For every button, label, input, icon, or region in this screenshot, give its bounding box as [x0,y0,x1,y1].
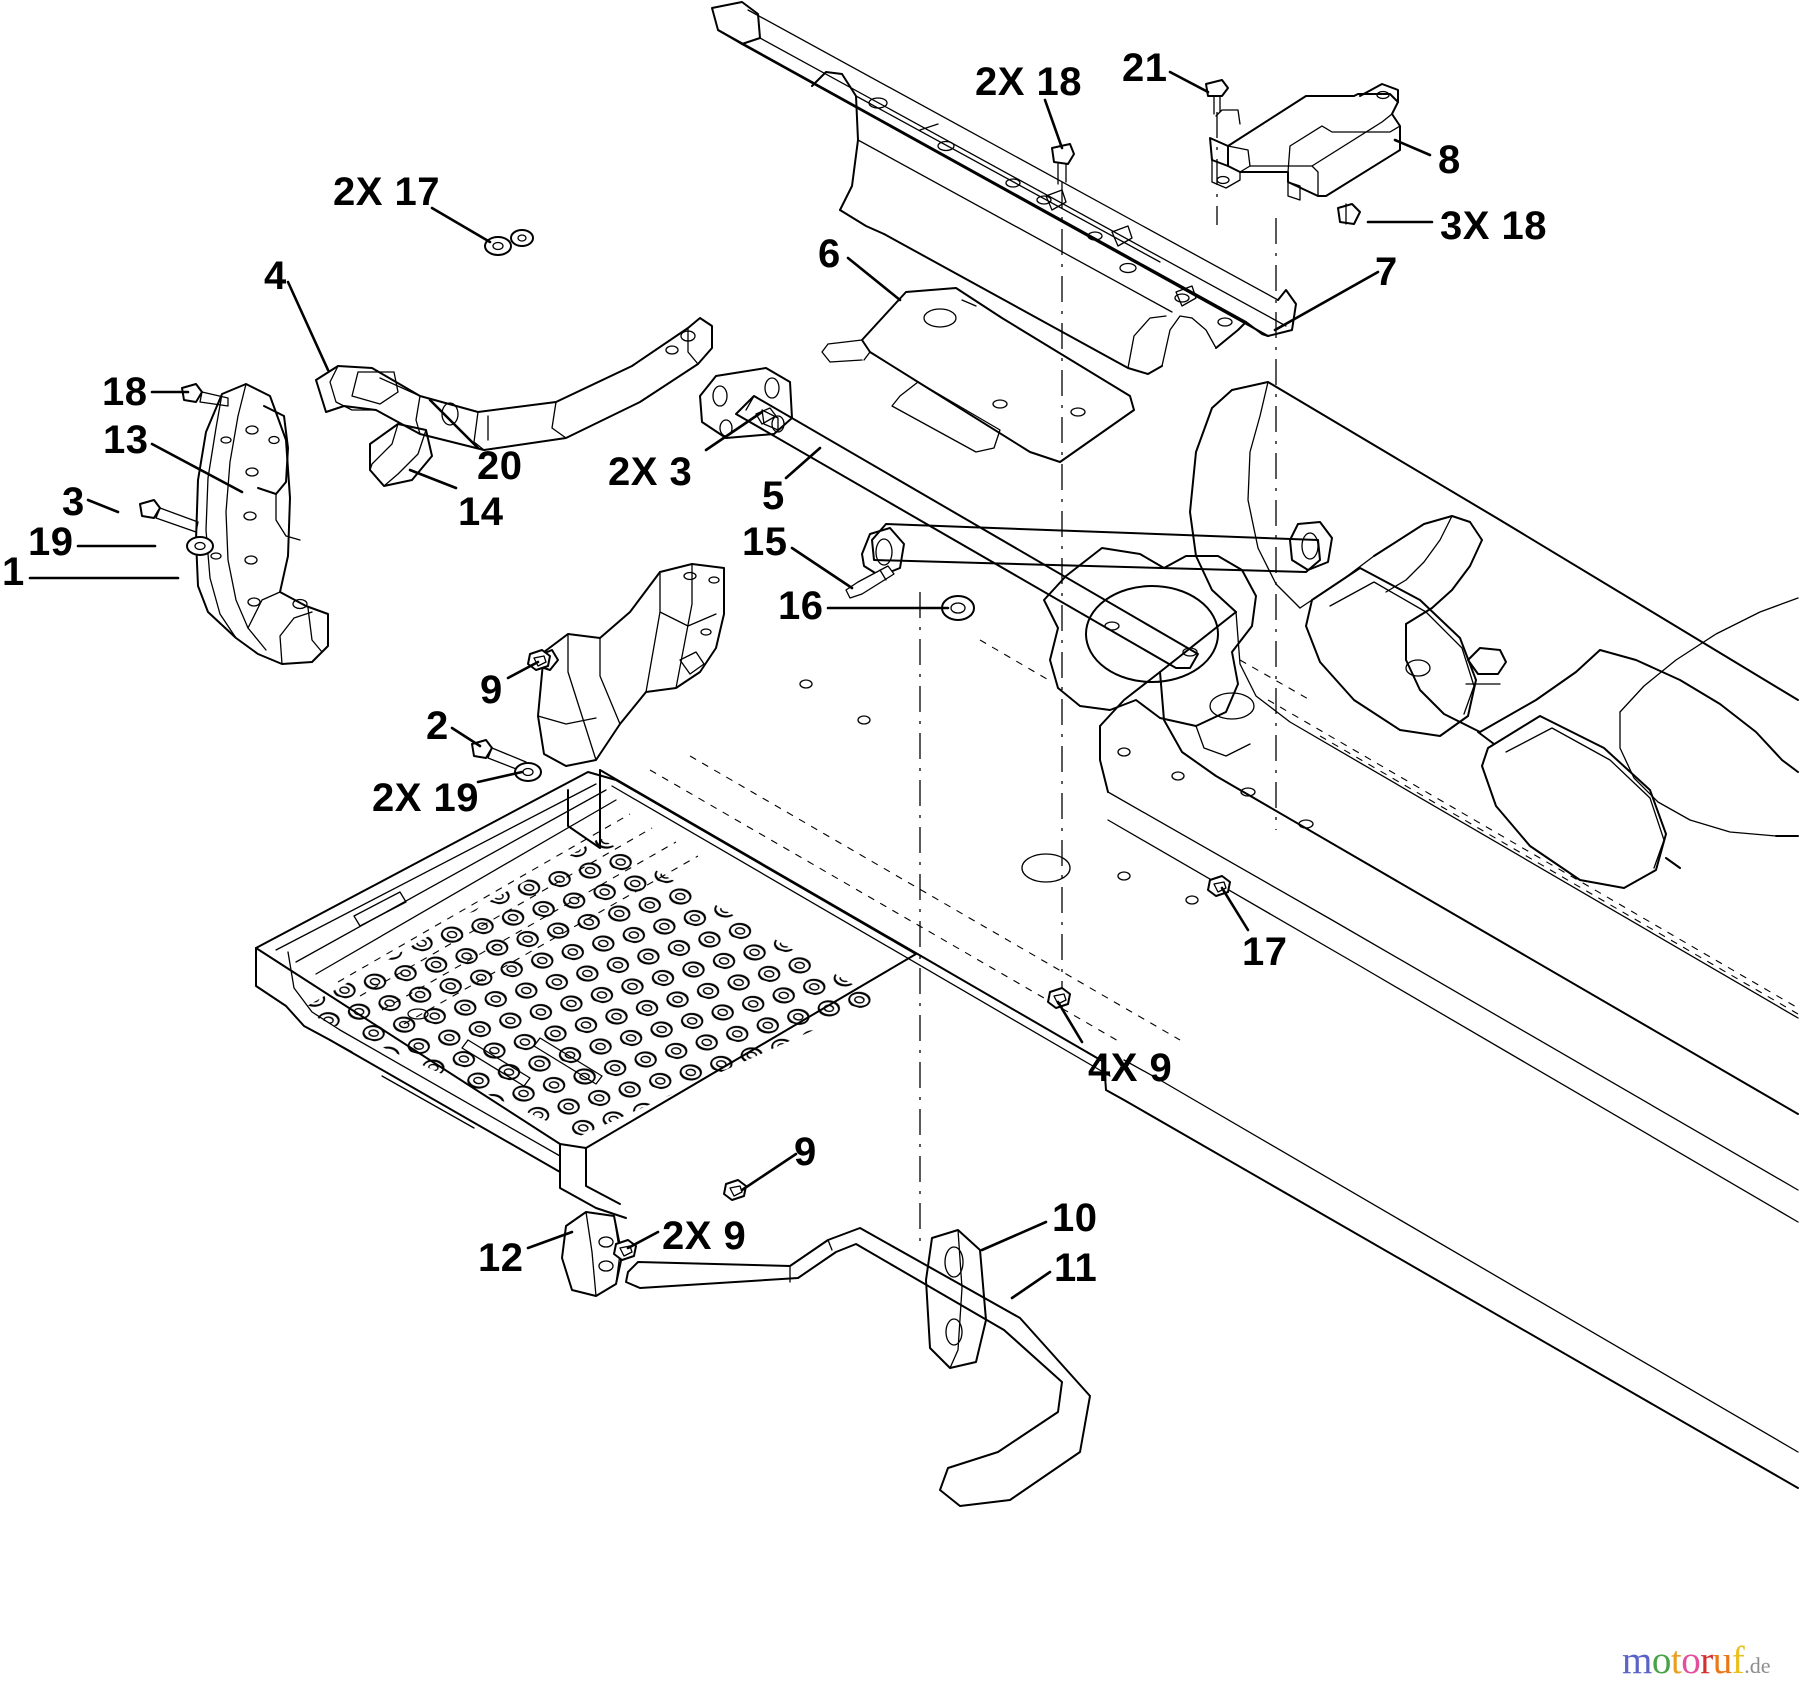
callout-2x-18: 2X 18 [975,60,1083,104]
callout-6: 6 [818,232,841,276]
motoruf-watermark: motoruf.de [1622,1638,1770,1683]
callout-20: 20 [477,444,523,488]
watermark-letter: m [1622,1639,1652,1682]
leader-line [86,498,120,514]
leader-line [408,468,458,490]
main-frame-body [567,381,1799,1489]
part-5b-cross-shaft [861,521,1333,577]
leader-line [704,410,764,452]
leader-line [790,546,854,590]
callout-2x-9: 2X 9 [662,1214,747,1258]
fastener-3-bolt [139,499,199,533]
callout-19: 19 [28,520,74,564]
callout-12: 12 [478,1236,524,1280]
fastener-3x18-screw [1275,203,1361,830]
callout-3: 3 [62,480,85,524]
leader-line [1056,1000,1084,1044]
fastener-group [139,229,1231,1261]
leader-line [286,280,330,372]
leader-line [526,1230,574,1250]
part-5-pivot-rod [699,367,1199,669]
part-20-bushing [379,377,421,397]
callout-4x-9: 4X 9 [1088,1046,1173,1090]
fastener-21-screw [1205,79,1229,225]
leader-line [428,398,480,450]
leader-line [1393,138,1432,157]
leader-line [1168,70,1210,94]
part-14-pedal-pad [369,423,433,487]
callout-17: 17 [1242,930,1288,974]
leader-line [846,256,902,302]
fastener-19-washer [186,536,214,556]
callout-2x-19: 2X 19 [372,776,480,820]
callout-2x-3: 2X 3 [608,450,693,494]
part-7-rear-crossmember [711,1,1297,375]
callout-2: 2 [426,704,449,748]
leader-line [980,1220,1048,1252]
callout-8: 8 [1438,138,1461,182]
watermark-letter: u [1712,1639,1733,1682]
callout-3x-18: 3X 18 [1440,204,1548,248]
callout-13: 13 [103,418,149,462]
callout-9: 9 [794,1130,817,1174]
leader-line [150,442,244,494]
watermark-letter: r [1700,1639,1713,1682]
leader-line [1010,1270,1052,1300]
watermark-letter: t [1670,1639,1682,1682]
callout-16: 16 [778,584,824,628]
fastener-17-washer-b [510,229,534,247]
leader-line [476,770,524,784]
fastener-4x9-nut [1047,987,1071,1009]
callout-7: 7 [1375,250,1398,294]
part-9-support-bracket-left [537,563,725,767]
part-10-link-plate [919,592,987,1369]
callout-21: 21 [1122,46,1168,90]
leader-line [1043,98,1064,150]
part-15-pin [845,565,895,599]
callout-4: 4 [264,254,287,298]
leader-line [740,1152,798,1192]
fastener-2x18-screw-top [1051,143,1075,1008]
watermark-letter: o [1651,1639,1672,1682]
callout-18: 18 [102,370,148,414]
watermark-letter: f [1731,1639,1745,1682]
leader-line [1273,270,1380,332]
watermark-letter: o [1681,1639,1701,1682]
footrest-platform [255,771,917,1219]
part-1-left-frame-bracket [195,383,329,665]
fastener-17-nut-right [1207,875,1231,897]
callout-1: 1 [2,550,25,594]
part-11-lift-rod [625,1227,1091,1507]
callout-5: 5 [762,474,785,518]
fastener-2x19-washer [514,762,542,782]
part-8-battery-tray [1209,83,1401,201]
callout-9: 9 [480,668,503,712]
leader-line [450,726,482,748]
leader-line [784,446,822,480]
leader-line [506,660,540,680]
fastener-18-screw-left [181,383,229,407]
callout-15: 15 [742,520,788,564]
part-4-lever-arm [315,317,713,451]
callout-2x-17: 2X 17 [333,170,441,214]
fastener-9-nut-lower [723,1179,747,1201]
callout-11: 11 [1054,1246,1098,1290]
part-6-mount-plate [821,287,1135,463]
callout-leader-lines [28,70,1434,1300]
leader-line [430,206,492,244]
watermark-suffix: .de [1744,1653,1771,1678]
callout-14: 14 [458,490,504,534]
fastener-17-washer-a [484,236,512,256]
callout-10: 10 [1052,1196,1098,1240]
leader-line [626,1230,660,1250]
fastener-2x9-nut [613,1239,637,1261]
fastener-2x3-bolt [755,407,777,425]
leader-line [1220,886,1250,932]
